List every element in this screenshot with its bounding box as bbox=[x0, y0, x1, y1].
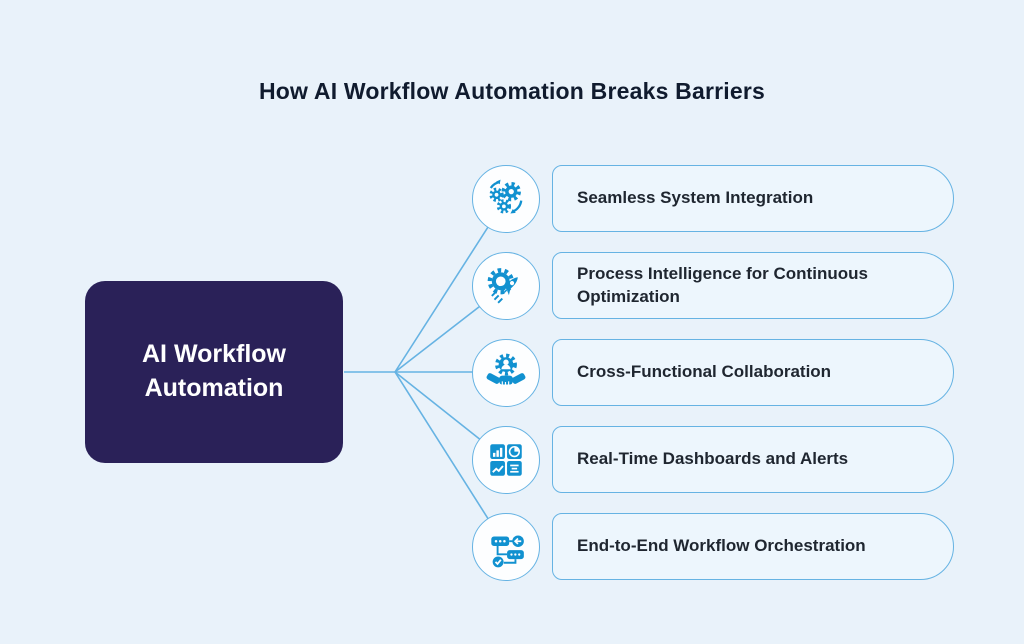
branch-pill: End-to-End Workflow Orchestration bbox=[552, 513, 954, 580]
center-node-label: AI Workflow Automation bbox=[142, 340, 286, 402]
branch-label: Process Intelligence for Continuous Opti… bbox=[577, 264, 868, 306]
branch-label: End-to-End Workflow Orchestration bbox=[577, 536, 866, 556]
branch-pill: Seamless System Integration bbox=[552, 165, 954, 232]
branch-label: Seamless System Integration bbox=[577, 188, 814, 208]
page-title: How AI Workflow Automation Breaks Barrie… bbox=[259, 78, 765, 104]
center-node: AI Workflow Automation bbox=[85, 281, 343, 463]
branch-pill: Cross-Functional Collaboration bbox=[552, 339, 954, 406]
automation-gears-icon bbox=[472, 165, 540, 233]
branch-pill: Real-Time Dashboards and Alerts bbox=[552, 426, 954, 493]
dashboard-charts-icon bbox=[472, 426, 540, 494]
gear-rocket-icon bbox=[472, 252, 540, 320]
workflow-nodes-icon bbox=[472, 513, 540, 581]
branch-label: Real-Time Dashboards and Alerts bbox=[577, 449, 849, 469]
branch-pill: Process Intelligence for Continuous Opti… bbox=[552, 252, 954, 319]
branch-label: Cross-Functional Collaboration bbox=[577, 362, 832, 382]
handshake-gear-icon bbox=[472, 339, 540, 407]
